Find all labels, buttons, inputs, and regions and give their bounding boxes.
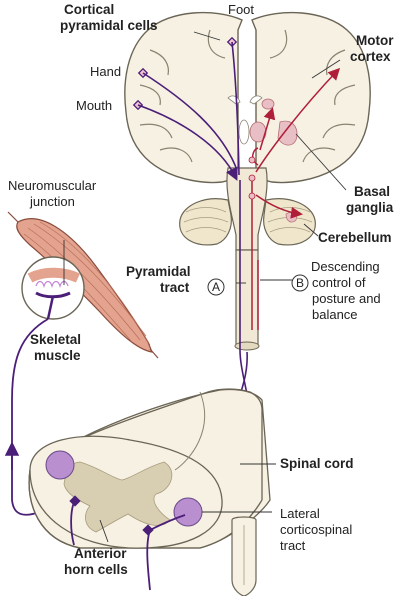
label-cerebellum: Cerebellum: [318, 230, 392, 245]
label-circle-b: B: [296, 276, 304, 290]
relay-nuclei-dots: [248, 156, 256, 200]
brain-coronal-section: [124, 11, 371, 351]
label-basal-ganglia-2: ganglia: [346, 200, 394, 215]
lcst-left: [45, 450, 75, 480]
label-cortical-cells-1: Cortical: [64, 2, 114, 17]
neuromuscular-junction-inset: [21, 256, 85, 320]
label-pyramidal-tract-2: tract: [160, 280, 190, 295]
label-neuromuscular-2: junction: [29, 194, 75, 209]
brainstem: [226, 167, 268, 251]
right-hemisphere: [251, 11, 371, 184]
label-lateral-cst-1: Lateral: [280, 506, 320, 521]
label-foot: Foot: [228, 2, 254, 17]
circle-b-marker: [291, 274, 309, 292]
label-spinal-cord: Spinal cord: [280, 456, 354, 471]
label-mouth: Mouth: [76, 98, 112, 113]
cord-cut-end: [234, 341, 260, 351]
label-hand: Hand: [90, 64, 121, 79]
label-anterior-horn-1: Anterior: [74, 546, 127, 561]
label-descending-1: Descending: [311, 259, 380, 274]
label-descending-3: posture and: [312, 291, 381, 306]
label-motor-cortex-1: Motor: [356, 33, 394, 48]
label-anterior-horn-2: horn cells: [64, 562, 128, 577]
label-descending-4: balance: [312, 307, 358, 322]
label-pyramidal-tract-1: Pyramidal: [126, 264, 191, 279]
left-hemisphere: [124, 11, 243, 184]
label-descending-2: control of: [312, 275, 366, 290]
leader-lines: [63, 31, 347, 543]
label-lateral-cst-2: corticospinal: [280, 522, 352, 537]
gray-matter: [63, 461, 173, 533]
label-skeletal-muscle-2: muscle: [34, 348, 81, 363]
spinal-cord-segment: [28, 388, 271, 549]
label-motor-cortex-2: cortex: [350, 49, 391, 64]
lcst-right: [173, 497, 203, 527]
label-neuromuscular-1: Neuromuscular: [8, 178, 97, 193]
label-cortical-cells-2: pyramidal cells: [60, 18, 158, 33]
descending-control-fibers: [251, 67, 341, 330]
cerebellum-left-shape: [179, 198, 232, 246]
label-circle-a: A: [212, 280, 220, 294]
circle-a-marker: [207, 278, 225, 296]
label-basal-ganglia-1: Basal: [354, 184, 390, 199]
third-ventricle: [238, 119, 250, 145]
label-skeletal-muscle-1: Skeletal: [30, 332, 81, 347]
label-lateral-cst-3: tract: [280, 538, 306, 553]
cortical-sulci: [139, 29, 356, 163]
